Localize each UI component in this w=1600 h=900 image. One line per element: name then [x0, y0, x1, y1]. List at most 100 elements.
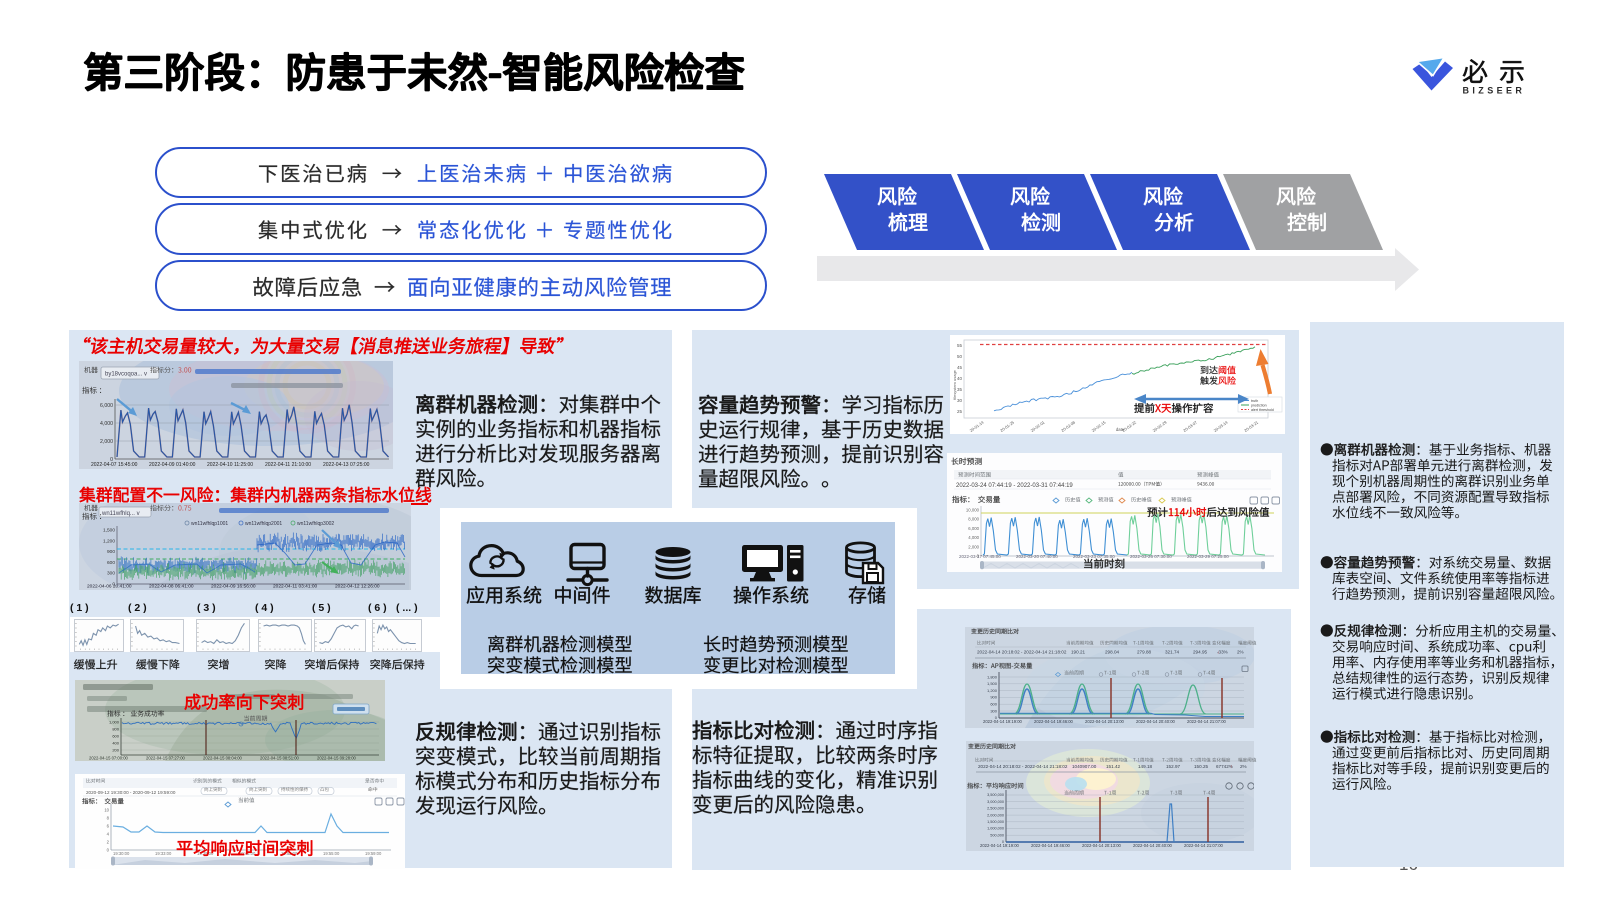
svg-text:50: 50 [957, 354, 963, 359]
svg-text:8: 8 [107, 816, 110, 821]
svg-text:2020-09-12 19:30:00 - 2020-0: 2020-09-12 19:30:00 - 2020-09-12 19:59:0… [86, 790, 176, 795]
svg-text:1,000: 1,000 [109, 720, 120, 725]
svg-text:150.25: 150.25 [1194, 764, 1208, 769]
svg-text:2022-04-14 20:18:02 - 2022-04-: 2022-04-14 20:18:02 - 2022-04-14 21:18:0… [977, 650, 1067, 655]
svg-text:900: 900 [107, 549, 115, 555]
svg-text:0: 0 [995, 715, 998, 720]
svg-text:2: 2 [107, 840, 110, 845]
svg-text:1,000,000: 1,000,000 [987, 827, 1004, 831]
svg-text:300: 300 [990, 708, 997, 713]
svg-text:2022-04-08 06:41:00: 2022-04-08 06:41:00 [149, 584, 194, 590]
svg-text:2022-04-14 21:07:00: 2022-04-14 21:07:00 [1187, 719, 1227, 724]
svg-text:67742%: 67742% [1216, 764, 1233, 769]
svg-text:↑: ↑ [1230, 764, 1232, 769]
svg-text:2%: 2% [1237, 650, 1244, 655]
svg-text:45: 45 [957, 365, 963, 370]
svg-text:2022-04-15 07:27:00: 2022-04-15 07:27:00 [146, 756, 186, 761]
svg-text:19:59:00: 19:59:00 [365, 851, 382, 856]
svg-text:2%: 2% [1240, 764, 1247, 769]
svg-text:↓: ↓ [1217, 650, 1219, 655]
svg-text:wn11wfhlqp1001: wn11wfhlqp1001 [191, 521, 228, 527]
svg-text:4: 4 [107, 832, 110, 837]
svg-text:1040907.00: 1040907.00 [1072, 764, 1097, 769]
svg-text:2022-04-14 19:19:00: 2022-04-14 19:19:00 [983, 719, 1023, 724]
svg-text:151.42: 151.42 [1106, 764, 1120, 769]
svg-text:3,500,000: 3,500,000 [987, 793, 1004, 797]
svg-text:2022-04-14 19:46:00: 2022-04-14 19:46:00 [1034, 719, 1074, 724]
svg-text:6,000: 6,000 [968, 526, 979, 531]
svg-text:6: 6 [107, 824, 110, 829]
svg-text:2022-04-11 03:41:00: 2022-04-11 03:41:00 [273, 584, 318, 590]
svg-text:2022-04-15 07:00:00: 2022-04-15 07:00:00 [89, 756, 129, 761]
svg-text:4,000: 4,000 [100, 421, 113, 427]
svg-text:0: 0 [110, 457, 113, 463]
svg-text:600: 600 [990, 702, 997, 707]
svg-text:321.74: 321.74 [1165, 650, 1179, 655]
svg-text:4,000: 4,000 [968, 535, 979, 540]
svg-text:2022-04-15 09:28:00: 2022-04-15 09:28:00 [317, 756, 357, 761]
svg-text:1,200: 1,200 [987, 688, 998, 693]
svg-text:1,800: 1,800 [987, 674, 998, 679]
svg-text:19:39:00: 19:39:00 [197, 851, 214, 856]
svg-text:2022-04-14 20:40:00: 2022-04-14 20:40:00 [1136, 719, 1176, 724]
svg-text:0: 0 [112, 582, 115, 588]
svg-text:200: 200 [112, 748, 119, 753]
svg-text:2022-04-11 21:10:00: 2022-04-11 21:10:00 [265, 462, 311, 468]
svg-text:2,500,000: 2,500,000 [987, 807, 1004, 811]
svg-text:600: 600 [112, 734, 119, 739]
svg-text:2022-03-23 07:35:00: 2022-03-23 07:35:00 [1073, 554, 1115, 559]
svg-text:2022-04-12 12:26:00: 2022-04-12 12:26:00 [335, 584, 380, 590]
svg-text:wn11wfhlq... v: wn11wfhlq... v [101, 511, 140, 517]
svg-text:1,500: 1,500 [987, 681, 998, 686]
svg-text:2022-04-10 11:25:00: 2022-04-10 11:25:00 [207, 462, 253, 468]
svg-text:3,000,000: 3,000,000 [987, 800, 1004, 804]
svg-text:2022-04-14 20:18:02 - 2022-04-: 2022-04-14 20:18:02 - 2022-04-14 21:18:0… [978, 764, 1068, 769]
svg-text:truth: truth [1251, 399, 1258, 403]
svg-text:279.88: 279.88 [1137, 650, 1151, 655]
svg-text:2022-04-06 20:41:00: 2022-04-06 20:41:00 [87, 584, 132, 590]
svg-text:2022-04-14 20:13:00: 2022-04-14 20:13:00 [1085, 719, 1125, 724]
svg-text:35: 35 [957, 387, 963, 392]
svg-text:55: 55 [957, 343, 963, 348]
svg-text:2022-04-14 20:13:00: 2022-04-14 20:13:00 [1082, 843, 1122, 848]
svg-text:2022-03-24 07:44:19 - 2022-0: 2022-03-24 07:44:19 - 2022-03-31 07:44:1… [956, 483, 1073, 489]
svg-text:900: 900 [990, 695, 997, 700]
svg-text:2,000: 2,000 [968, 544, 979, 549]
svg-text:6,000: 6,000 [100, 403, 113, 409]
svg-text:149.18: 149.18 [1138, 764, 1152, 769]
svg-text:19:30:00: 19:30:00 [113, 851, 130, 856]
svg-text:300: 300 [107, 571, 115, 577]
svg-text:2022-04-14 21:07:00: 2022-04-14 21:07:00 [1184, 843, 1224, 848]
svg-text:wn11wfhlqp3002: wn11wfhlqp3002 [297, 521, 334, 527]
svg-text:19:55:00: 19:55:00 [323, 851, 340, 856]
svg-text:30: 30 [957, 398, 963, 403]
svg-text:2022-03-26 07:30:00: 2022-03-26 07:30:00 [1130, 554, 1172, 559]
svg-text:19:52:00: 19:52:00 [281, 851, 298, 856]
svg-text:10,000: 10,000 [966, 508, 980, 513]
svg-text:2022-04-14 20:40:00: 2022-04-14 20:40:00 [1133, 843, 1173, 848]
svg-text:prediction: prediction [1251, 404, 1267, 408]
svg-text:2022-04-09 01:40:00: 2022-04-09 01:40:00 [149, 462, 196, 468]
svg-text:1,200: 1,200 [103, 538, 115, 544]
svg-text:0: 0 [1002, 840, 1004, 844]
svg-text:2022-04-15 08:04:00: 2022-04-15 08:04:00 [203, 756, 243, 761]
svg-text:600: 600 [107, 560, 115, 566]
svg-text:1,500: 1,500 [103, 528, 115, 534]
svg-text:filesystem usage: filesystem usage [952, 369, 957, 400]
svg-text:2,000: 2,000 [100, 439, 113, 445]
svg-text:date: date [1116, 427, 1125, 432]
svg-text:2022-04-14 19:19:00: 2022-04-14 19:19:00 [980, 843, 1020, 848]
svg-text:1,500,000: 1,500,000 [987, 820, 1004, 824]
svg-text:800: 800 [112, 727, 119, 732]
svg-text:2,000,000: 2,000,000 [987, 813, 1004, 817]
svg-text:152.97: 152.97 [1166, 764, 1180, 769]
svg-text:190.21: 190.21 [1071, 650, 1085, 655]
svg-text:294.95: 294.95 [1193, 650, 1207, 655]
svg-text:wn11wfhlqp2001: wn11wfhlqp2001 [245, 521, 282, 527]
svg-text:alert threshold: alert threshold [1251, 408, 1274, 412]
svg-text:BIZSEER: BIZSEER [1463, 86, 1526, 96]
svg-text:2022-04-14 19:46:00: 2022-04-14 19:46:00 [1031, 843, 1071, 848]
svg-text:40: 40 [957, 376, 963, 381]
svg-text:8,000: 8,000 [968, 517, 979, 522]
svg-text:by18vcoqoa... v: by18vcoqoa... v [105, 372, 147, 378]
